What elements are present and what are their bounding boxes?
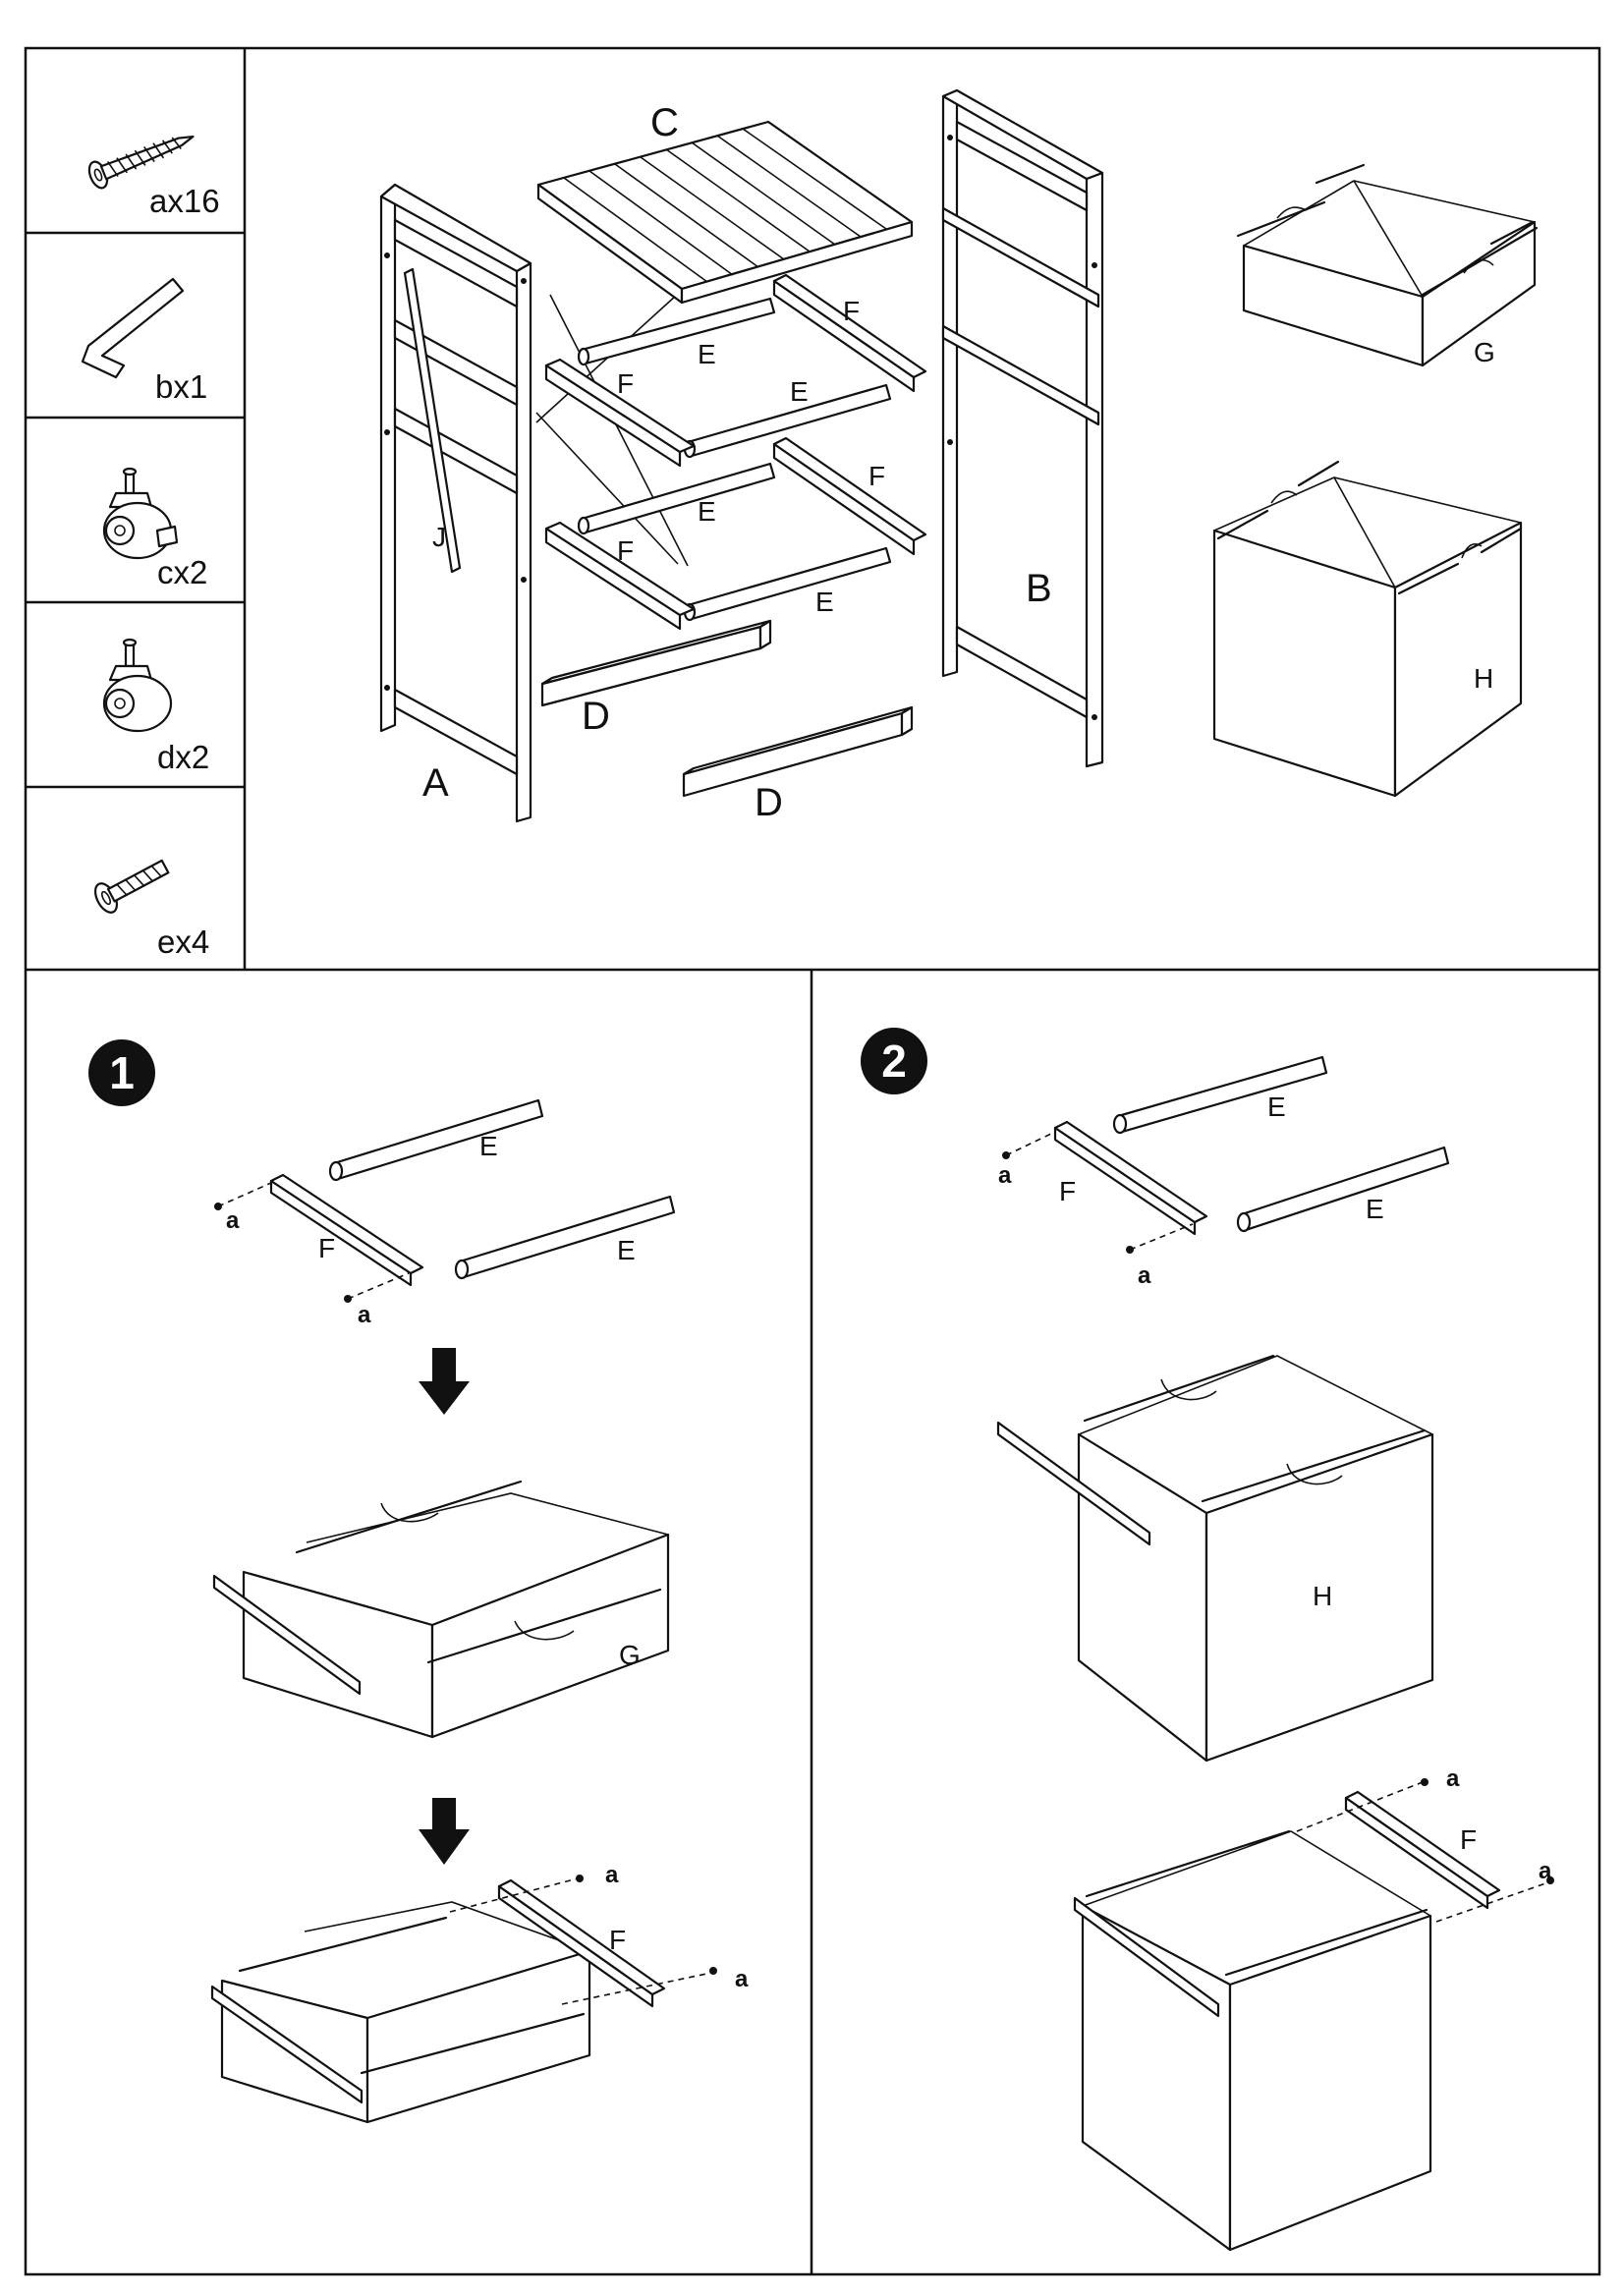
label-g: G xyxy=(1474,337,1495,367)
label-f1: F xyxy=(617,368,634,399)
step-1-basket-with-f-rail xyxy=(210,1875,717,2124)
step-2-badge: 2 xyxy=(861,1028,927,1094)
part-qty-a: ax16 xyxy=(149,183,220,219)
step-2-rails xyxy=(1002,1055,1450,1254)
step1-label-a3: a xyxy=(605,1862,619,1888)
wood-screw-icon xyxy=(87,135,195,190)
step-1-rails xyxy=(214,1098,676,1303)
part-qty-d: dx2 xyxy=(157,739,209,775)
label-b: B xyxy=(1026,567,1052,610)
step1-label-a2: a xyxy=(358,1302,371,1328)
basket-g xyxy=(1236,163,1539,367)
side-frame-a xyxy=(379,183,532,823)
down-arrow-icon xyxy=(419,1348,470,1415)
step1-label-a1: a xyxy=(226,1207,240,1234)
step-1-basket-g-with-rails xyxy=(212,1480,670,1739)
label-j: J xyxy=(432,522,446,552)
label-d2: D xyxy=(755,781,783,824)
step2-label-h: H xyxy=(1313,1581,1332,1611)
step1-label-e1: E xyxy=(479,1131,498,1161)
part-qty-c: cx2 xyxy=(157,554,207,590)
step2-label-e2: E xyxy=(1366,1194,1384,1224)
step-1-badge: 1 xyxy=(88,1039,155,1106)
svg-text:1: 1 xyxy=(109,1047,135,1098)
label-e2: E xyxy=(790,376,809,407)
basket-h xyxy=(1212,460,1523,798)
caster-with-brake-icon xyxy=(102,467,179,560)
down-arrow-icon-2 xyxy=(419,1798,470,1865)
step2-label-e1: E xyxy=(1267,1092,1286,1122)
overview-rails xyxy=(540,273,927,798)
label-c: C xyxy=(650,101,679,144)
step2-label-a3: a xyxy=(1446,1765,1460,1792)
slatted-top-c xyxy=(536,120,914,305)
step2-label-a1: a xyxy=(998,1162,1012,1189)
step1-label-e2: E xyxy=(617,1235,636,1265)
label-f3: F xyxy=(617,535,634,566)
label-e1: E xyxy=(698,339,716,369)
label-a: A xyxy=(422,761,449,805)
step2-label-f: F xyxy=(1059,1176,1076,1206)
step1-label-a4: a xyxy=(735,1966,749,1992)
step1-label-g: G xyxy=(619,1640,641,1670)
step2-label-f2: F xyxy=(1460,1824,1477,1855)
part-qty-e: ex4 xyxy=(157,924,209,960)
label-d1: D xyxy=(582,695,610,738)
parts-list: ax16 bx1 cx2 dx2 xyxy=(81,135,220,960)
step1-label-f: F xyxy=(318,1233,335,1263)
label-e3: E xyxy=(698,496,716,527)
step2-label-a2: a xyxy=(1138,1262,1151,1289)
bolt-icon xyxy=(93,859,170,914)
label-e4: E xyxy=(815,587,834,617)
step-2-basket-h-with-rails xyxy=(996,1354,1434,1763)
brace-j xyxy=(403,267,462,574)
label-f2: F xyxy=(843,296,860,326)
part-qty-b: bx1 xyxy=(155,368,207,405)
step1-label-f2: F xyxy=(609,1925,626,1955)
caster-icon xyxy=(102,638,173,733)
label-h: H xyxy=(1474,663,1493,694)
step-2-basket-with-f-rail xyxy=(1073,1778,1554,2252)
step2-label-a4: a xyxy=(1539,1858,1552,1884)
label-f4: F xyxy=(868,461,885,491)
side-frame-b xyxy=(941,88,1104,768)
svg-text:2: 2 xyxy=(881,1036,907,1087)
allen-key-icon xyxy=(81,277,185,379)
